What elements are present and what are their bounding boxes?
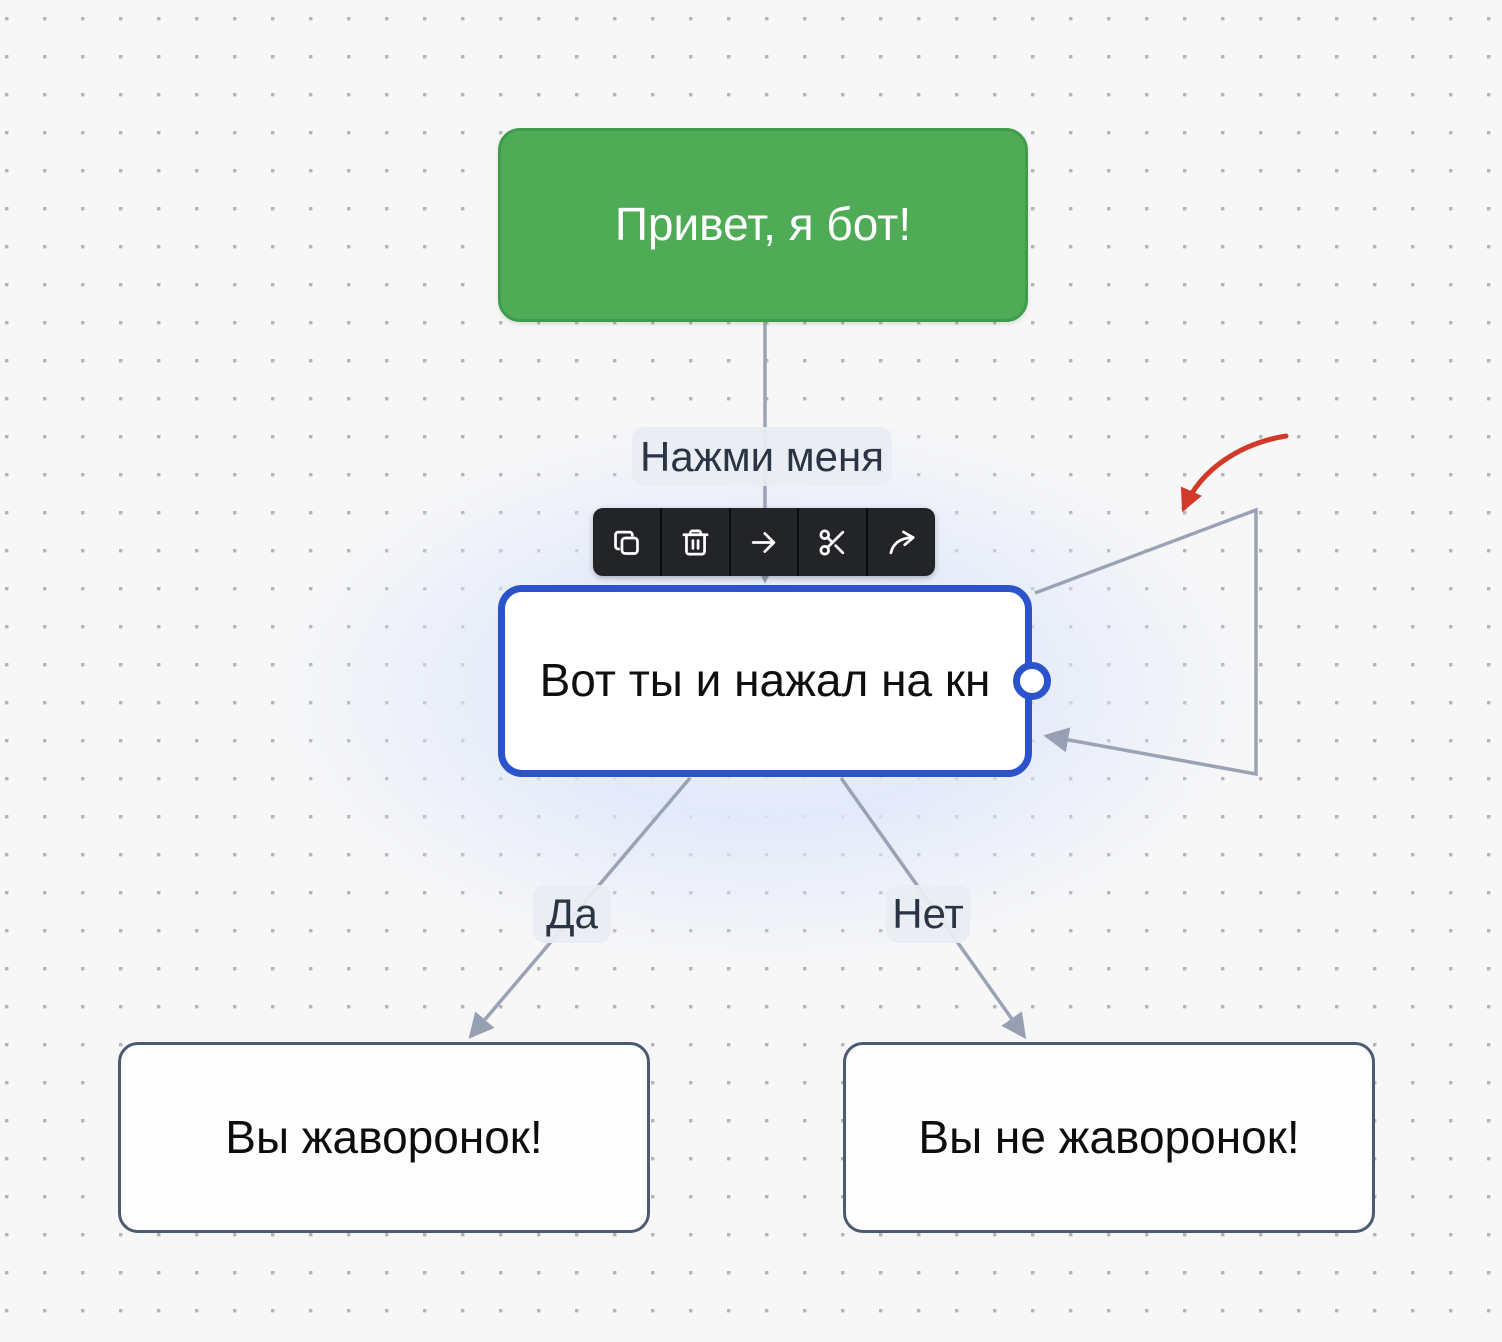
go-to-button[interactable] xyxy=(731,508,798,576)
node-pressed-selected[interactable]: Вот ты и нажал на кн xyxy=(498,585,1032,777)
trash-icon xyxy=(682,529,709,555)
node-lark[interactable]: Вы жаворонок! xyxy=(118,1042,650,1233)
red-annotation-arrow xyxy=(1180,433,1289,513)
cut-button[interactable] xyxy=(799,508,866,576)
node-pressed-label: Вот ты и нажал на кн xyxy=(539,654,991,707)
toolbar-divider xyxy=(866,508,869,576)
node-greeting-label: Привет, я бот! xyxy=(614,198,912,251)
node-not-lark[interactable]: Вы не жаворонок! xyxy=(843,1042,1375,1233)
forward-icon xyxy=(889,530,915,554)
node-greeting[interactable]: Привет, я бот! xyxy=(498,128,1028,322)
delete-button[interactable] xyxy=(662,508,729,576)
arrow-right-icon xyxy=(752,531,776,553)
toolbar-divider xyxy=(659,508,662,576)
forward-button[interactable] xyxy=(868,508,935,576)
edge-label-start[interactable]: Нажми меня xyxy=(632,427,892,486)
copy-icon xyxy=(614,530,639,555)
scissors-icon xyxy=(819,529,845,555)
node-lark-label: Вы жаворонок! xyxy=(225,1110,543,1163)
node-output-handle[interactable] xyxy=(1013,662,1051,700)
edge-label-no[interactable]: Нет xyxy=(886,885,970,943)
node-toolbar xyxy=(593,508,935,576)
node-not-lark-label: Вы не жаворонок! xyxy=(918,1110,1300,1163)
edge-loop[interactable] xyxy=(1034,507,1258,777)
copy-button[interactable] xyxy=(593,508,660,576)
toolbar-divider xyxy=(797,508,800,576)
edge-label-yes[interactable]: Да xyxy=(533,885,611,943)
toolbar-divider xyxy=(728,508,731,576)
